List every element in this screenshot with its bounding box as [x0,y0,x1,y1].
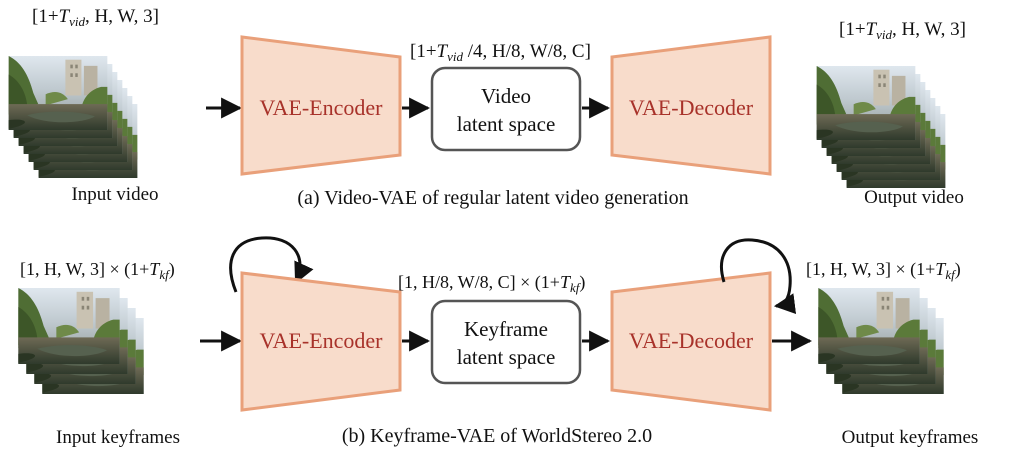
output-keyframes-shape-label: [1, H, W, 3] × (1+Tkf) [806,259,961,282]
keyframe-latent-box-line-1: Keyframe [464,317,548,341]
caption-b: (b) Keyframe-VAE of WorldStereo 2.0 [342,425,652,447]
vae-encoder-trapezoid [240,35,402,176]
top-row: [1+Tvid, H, W, 3] Input video VAE-Encode… [8,6,966,209]
encoder-loop-arrow [229,236,314,293]
output-shape-label: [1+Tvid, H, W, 3] [839,19,966,42]
vae-decoder-label: VAE-Decoder [629,95,754,120]
latent-box-line-2: latent space [457,112,556,136]
output-video-frames [816,66,946,188]
output-keyframe-stack [818,288,944,394]
keyframe-latent-shape-label: [1, H/8, W/8, C] × (1+Tkf) [398,272,585,295]
output-keyframes-caption: Output keyframes [842,427,979,448]
keyframe-latent-space-box [430,299,582,385]
input-keyframe-stack [18,288,144,394]
decoder-loop-arrow [720,238,797,315]
latent-box-line-1: Video [481,84,531,108]
keyframe-vae-decoder-label: VAE-Decoder [629,328,754,353]
output-video-caption: Output video [864,187,964,208]
keyframe-vae-decoder-trapezoid [610,271,772,412]
input-keyframes-caption: Input keyframes [56,427,180,448]
latent-shape-label: [1+Tvid /4, H/8, W/8, C] [410,41,591,64]
input-shape-label: [1+Tvid, H, W, 3] [32,6,159,29]
vae-decoder-trapezoid [610,35,772,176]
keyframe-vae-encoder-label: VAE-Encoder [260,328,384,353]
caption-a: (a) Video-VAE of regular latent video ge… [297,187,688,209]
input-video-frames [8,56,138,178]
bottom-row: [1, H, W, 3] × (1+Tkf) Input keyframes V… [18,236,979,448]
vae-encoder-label: VAE-Encoder [260,95,384,120]
keyframe-vae-encoder-trapezoid [240,271,402,412]
input-video-caption: Input video [71,184,158,205]
video-latent-space-box [430,66,582,152]
keyframe-latent-box-line-2: latent space [457,345,556,369]
input-keyframes-shape-label: [1, H, W, 3] × (1+Tkf) [20,259,175,282]
